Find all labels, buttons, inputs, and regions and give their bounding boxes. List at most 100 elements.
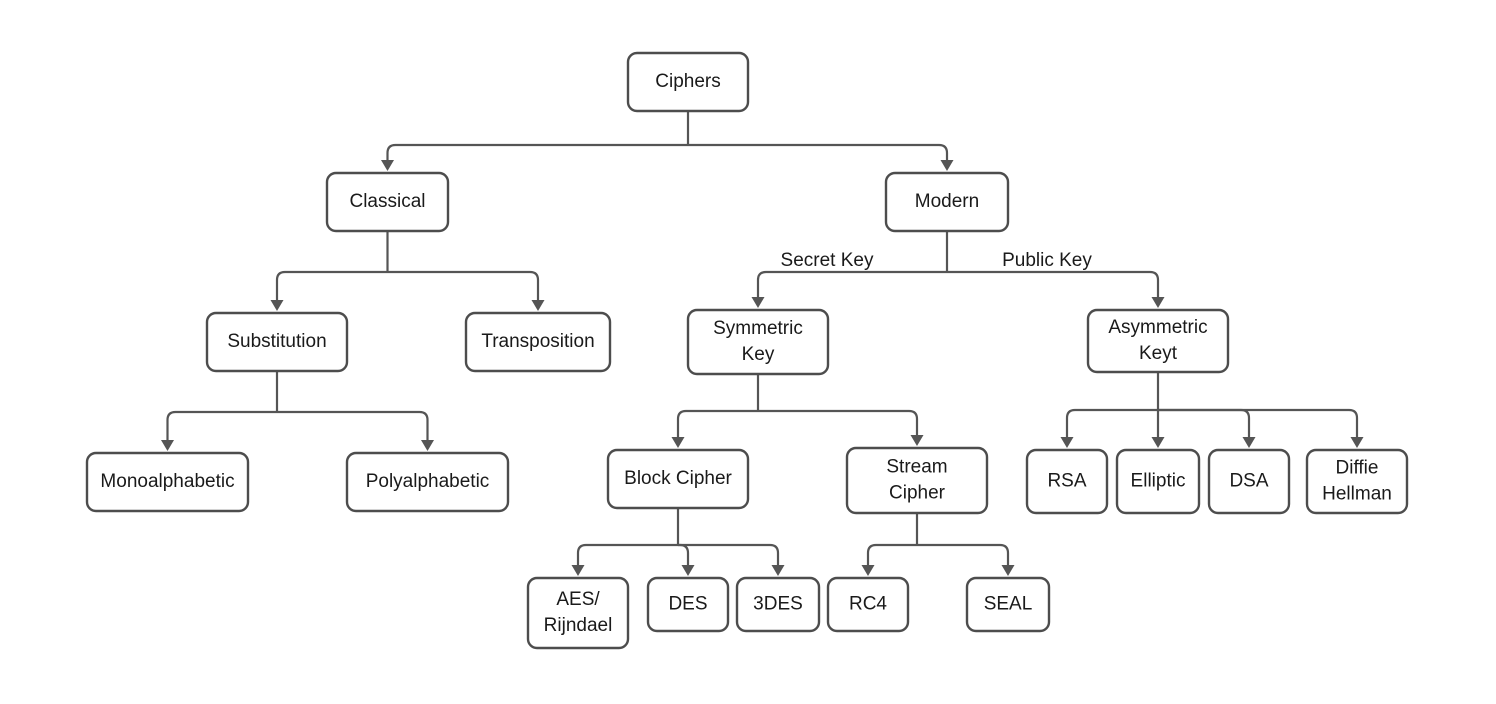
node-dsa[interactable]: DSA xyxy=(1207,448,1291,515)
node-modern[interactable]: Modern xyxy=(884,171,1010,233)
node-box-classical xyxy=(325,171,450,233)
node-label-substitution: Substitution xyxy=(227,331,326,352)
edge-connector xyxy=(1065,408,1158,437)
edge-arrowhead xyxy=(531,300,545,311)
node-box-poly xyxy=(345,451,510,513)
edge-connector xyxy=(676,409,758,437)
node-label-des: DES xyxy=(668,594,707,615)
edge-arrowhead xyxy=(571,565,585,576)
node-label-rsa: RSA xyxy=(1047,471,1086,492)
edge-arrowhead xyxy=(940,160,954,171)
edge-arrowhead xyxy=(910,435,924,446)
edges-layer xyxy=(161,111,1364,576)
edge-label-text: Secret Key xyxy=(781,250,874,271)
edge-connector xyxy=(1158,408,1251,437)
node-classical[interactable]: Classical xyxy=(325,171,450,233)
edge-arrowhead xyxy=(1001,565,1015,576)
node-box-aes xyxy=(526,576,630,650)
node-box-transposition xyxy=(464,311,612,373)
node-label-transposition: Transposition xyxy=(481,331,594,352)
node-label-3des: 3DES xyxy=(753,594,803,615)
node-label-modern: Modern xyxy=(915,191,979,212)
node-3des[interactable]: 3DES xyxy=(735,576,821,633)
edge-arrowhead xyxy=(1151,297,1165,308)
node-label-seal: SEAL xyxy=(984,594,1033,615)
node-mono[interactable]: Monoalphabetic xyxy=(85,451,250,513)
node-transposition[interactable]: Transposition xyxy=(464,311,612,373)
node-label-diffie: Diffie xyxy=(1336,458,1379,479)
node-label-asymmetric: Asymmetric xyxy=(1108,317,1207,338)
node-label-stream: Cipher xyxy=(889,483,946,504)
node-box-symmetric xyxy=(686,308,830,376)
node-aes[interactable]: AES/Rijndael xyxy=(526,576,630,650)
node-label-aes: AES/ xyxy=(556,589,600,610)
node-label-ciphers: Ciphers xyxy=(655,71,720,92)
edge-arrowhead xyxy=(861,565,875,576)
edge-arrowhead xyxy=(751,297,765,308)
node-label-stream: Stream xyxy=(886,457,947,478)
node-label-elliptic: Elliptic xyxy=(1131,471,1186,492)
node-box-diffie xyxy=(1305,448,1409,515)
edge-arrowhead xyxy=(1151,437,1165,448)
node-label-symmetric: Symmetric xyxy=(713,318,803,339)
edge-connector xyxy=(275,270,388,300)
edge-arrowhead xyxy=(681,565,695,576)
node-box-des xyxy=(646,576,730,633)
node-label-aes: Rijndael xyxy=(544,615,613,636)
node-box-substitution xyxy=(205,311,349,373)
node-box-seal xyxy=(965,576,1051,633)
node-box-3des xyxy=(735,576,821,633)
edge-arrowhead xyxy=(771,565,785,576)
edge-connector xyxy=(387,270,540,300)
node-rsa[interactable]: RSA xyxy=(1025,448,1109,515)
node-ciphers[interactable]: Ciphers xyxy=(626,51,750,113)
node-rc4[interactable]: RC4 xyxy=(826,576,910,633)
edge-connector xyxy=(866,543,917,565)
edge-connector xyxy=(678,543,690,565)
node-box-stream xyxy=(845,446,989,515)
edge-connector xyxy=(688,143,949,160)
edge-arrowhead xyxy=(1060,437,1074,448)
node-label-rc4: RC4 xyxy=(849,594,887,615)
node-label-block: Block Cipher xyxy=(624,468,732,489)
node-box-modern xyxy=(884,171,1010,233)
node-box-dsa xyxy=(1207,448,1291,515)
node-label-diffie: Hellman xyxy=(1322,484,1392,505)
edge-connector xyxy=(947,270,1160,297)
edge-arrowhead xyxy=(671,437,685,448)
node-des[interactable]: DES xyxy=(646,576,730,633)
node-poly[interactable]: Polyalphabetic xyxy=(345,451,510,513)
node-block[interactable]: Block Cipher xyxy=(606,448,750,510)
edge-arrowhead xyxy=(270,300,284,311)
edge-arrowhead xyxy=(1350,437,1364,448)
node-label-mono: Monoalphabetic xyxy=(100,471,234,492)
edge-label-public-key: Public Key xyxy=(1002,250,1092,271)
node-box-mono xyxy=(85,451,250,513)
node-substitution[interactable]: Substitution xyxy=(205,311,349,373)
edge-connector xyxy=(576,543,678,565)
edge-connector xyxy=(756,270,947,297)
edge-connector xyxy=(758,409,919,435)
node-elliptic[interactable]: Elliptic xyxy=(1115,448,1201,515)
edge-connector xyxy=(1158,408,1359,437)
node-seal[interactable]: SEAL xyxy=(965,576,1051,633)
edge-arrowhead xyxy=(1242,437,1256,448)
node-box-rc4 xyxy=(826,576,910,633)
edge-arrowhead xyxy=(381,160,394,171)
edge-label-text: Public Key xyxy=(1002,250,1092,271)
node-box-ciphers xyxy=(626,51,750,113)
edge-connector xyxy=(277,410,429,440)
edge-arrowhead xyxy=(421,440,434,451)
edge-labels-layer: Secret Key Public Key xyxy=(781,250,1093,271)
node-box-block xyxy=(606,448,750,510)
node-label-dsa: DSA xyxy=(1229,471,1268,492)
edge-label-secret-key: Secret Key xyxy=(781,250,874,271)
edge-connector xyxy=(917,543,1010,565)
